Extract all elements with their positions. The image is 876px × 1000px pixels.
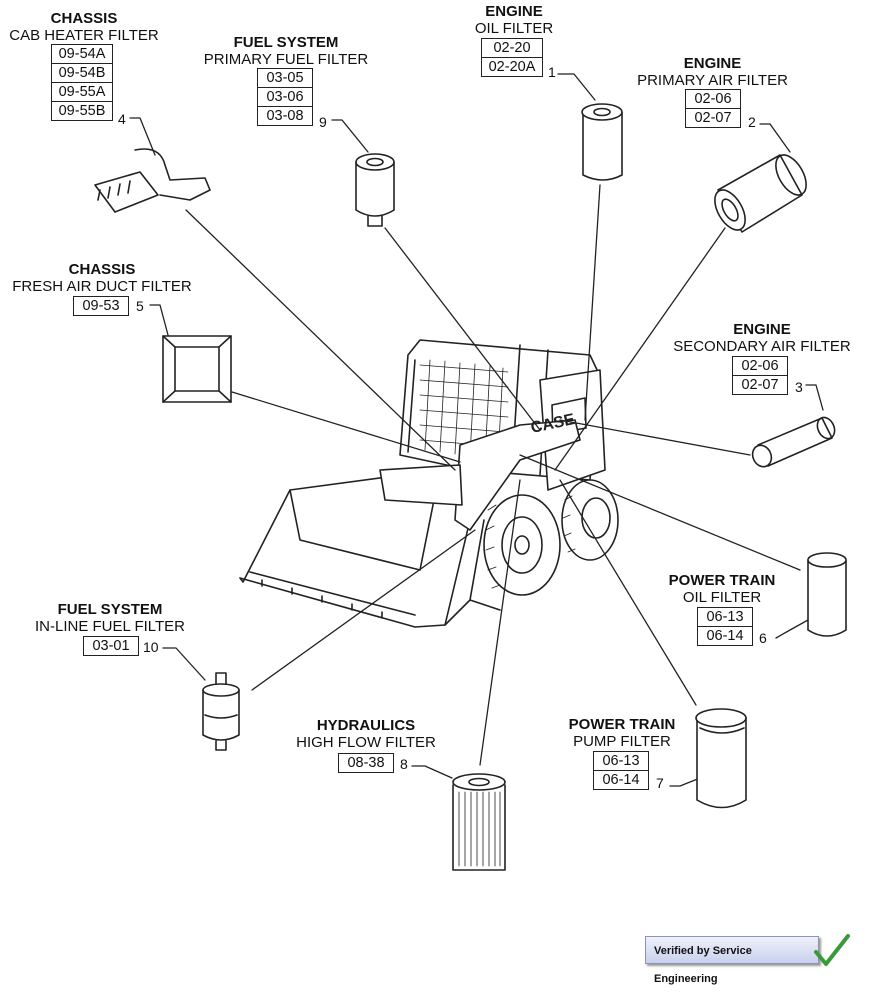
callout-number: 9 bbox=[319, 114, 327, 130]
filter-name-label: HIGH FLOW FILTER bbox=[296, 734, 436, 751]
callout-pump-filter: POWER TRAIN PUMP FILTER bbox=[562, 716, 682, 750]
power-train-oil-filter-drawing bbox=[807, 552, 847, 637]
system-label: CHASSIS bbox=[50, 10, 118, 27]
verified-badge-text: Verified by Service Engineering bbox=[654, 945, 752, 985]
high-flow-filter-drawing bbox=[452, 773, 506, 871]
system-label: POWER TRAIN bbox=[568, 716, 676, 733]
code-table-pump-filter: 06-13 06-14 bbox=[593, 751, 649, 790]
code-cell: 02-06 bbox=[732, 356, 788, 376]
filter-name-label: PRIMARY FUEL FILTER bbox=[203, 51, 369, 68]
callout-number: 8 bbox=[400, 756, 408, 772]
code-cell: 09-55B bbox=[51, 101, 113, 121]
callout-secondary-air-filter: ENGINE SECONDARY AIR FILTER bbox=[664, 321, 860, 355]
system-label: FUEL SYSTEM bbox=[57, 601, 163, 618]
code-table-power-train-oil-filter: 06-13 06-14 bbox=[697, 607, 753, 646]
callout-in-line-fuel-filter: FUEL SYSTEM IN-LINE FUEL FILTER bbox=[28, 601, 192, 635]
code-cell: 06-13 bbox=[593, 751, 649, 771]
system-label: ENGINE bbox=[683, 55, 742, 72]
filter-name-label: OIL FILTER bbox=[474, 20, 554, 37]
verified-badge: Verified by Service Engineering bbox=[645, 936, 819, 985]
primary-air-filter-drawing bbox=[714, 154, 807, 233]
filter-name-label: FRESH AIR DUCT FILTER bbox=[12, 278, 192, 295]
code-table-high-flow-filter: 08-38 bbox=[338, 753, 394, 773]
callout-number: 7 bbox=[656, 775, 664, 791]
code-cell: 09-53 bbox=[73, 296, 129, 316]
system-label: ENGINE bbox=[733, 321, 791, 338]
callout-cab-heater-filter: CHASSIS CAB HEATER FILTER bbox=[2, 10, 166, 44]
code-cell: 02-06 bbox=[685, 89, 741, 109]
filter-name-label: IN-LINE FUEL FILTER bbox=[34, 618, 186, 635]
system-label: FUEL SYSTEM bbox=[233, 34, 339, 51]
code-cell: 09-55A bbox=[51, 82, 113, 102]
callout-fresh-air-duct-filter: CHASSIS FRESH AIR DUCT FILTER bbox=[4, 261, 200, 295]
callout-number: 5 bbox=[136, 298, 144, 314]
callout-primary-fuel-filter: FUEL SYSTEM PRIMARY FUEL FILTER bbox=[196, 34, 376, 68]
code-table-secondary-air-filter: 02-06 02-07 bbox=[732, 356, 788, 395]
code-cell: 06-14 bbox=[697, 626, 753, 646]
callout-number: 1 bbox=[548, 64, 556, 80]
skid-steer-loader bbox=[239, 339, 619, 628]
code-cell: 02-07 bbox=[732, 375, 788, 395]
filter-name-label: PUMP FILTER bbox=[573, 733, 671, 750]
in-line-fuel-filter-drawing bbox=[202, 672, 240, 751]
code-cell: 03-05 bbox=[257, 68, 313, 88]
code-table-primary-air-filter: 02-06 02-07 bbox=[685, 89, 741, 128]
primary-fuel-filter-drawing bbox=[355, 153, 395, 227]
code-table-cab-heater-filter: 09-54A 09-54B 09-55A 09-55B bbox=[51, 44, 113, 121]
filter-name-label: SECONDARY AIR FILTER bbox=[673, 338, 851, 355]
cab-heater-filter-drawing bbox=[94, 148, 211, 213]
code-cell: 03-01 bbox=[83, 636, 139, 656]
callout-primary-air-filter: ENGINE PRIMARY AIR FILTER bbox=[625, 55, 800, 89]
system-label: ENGINE bbox=[485, 3, 543, 20]
code-cell: 09-54B bbox=[51, 63, 113, 83]
callout-number: 10 bbox=[143, 639, 159, 655]
callout-number: 4 bbox=[118, 111, 126, 127]
filter-name-label: OIL FILTER bbox=[682, 589, 762, 606]
filter-name-label: CAB HEATER FILTER bbox=[9, 27, 159, 44]
code-cell: 02-07 bbox=[685, 108, 741, 128]
leader-lines bbox=[129, 73, 824, 787]
code-table-engine-oil-filter: 02-20 02-20A bbox=[481, 38, 543, 77]
code-cell: 02-20 bbox=[481, 38, 543, 58]
code-cell: 03-06 bbox=[257, 87, 313, 107]
code-table-fresh-air-duct-filter: 09-53 bbox=[73, 296, 129, 316]
code-cell: 08-38 bbox=[338, 753, 394, 773]
code-table-in-line-fuel-filter: 03-01 bbox=[83, 636, 139, 656]
code-cell: 06-14 bbox=[593, 770, 649, 790]
engine-oil-filter-drawing bbox=[581, 103, 623, 181]
code-cell: 06-13 bbox=[697, 607, 753, 627]
system-label: HYDRAULICS bbox=[316, 717, 416, 734]
callout-number: 2 bbox=[748, 114, 756, 130]
code-cell: 02-20A bbox=[481, 57, 543, 77]
filter-name-label: PRIMARY AIR FILTER bbox=[637, 72, 788, 89]
pump-filter-drawing bbox=[695, 708, 747, 809]
secondary-air-filter-drawing bbox=[751, 416, 836, 468]
callout-number: 6 bbox=[759, 630, 767, 646]
callout-power-train-oil-filter: POWER TRAIN OIL FILTER bbox=[662, 572, 782, 606]
system-label: CHASSIS bbox=[68, 261, 136, 278]
callout-engine-oil-filter: ENGINE OIL FILTER bbox=[454, 3, 574, 37]
callout-high-flow-filter: HYDRAULICS HIGH FLOW FILTER bbox=[288, 717, 444, 751]
system-label: POWER TRAIN bbox=[668, 572, 776, 589]
code-cell: 03-08 bbox=[257, 106, 313, 126]
code-table-primary-fuel-filter: 03-05 03-06 03-08 bbox=[257, 68, 313, 126]
callout-number: 3 bbox=[795, 379, 803, 395]
check-mark-icon bbox=[814, 934, 850, 966]
code-cell: 09-54A bbox=[51, 44, 113, 64]
fresh-air-duct-filter-drawing bbox=[162, 335, 232, 403]
